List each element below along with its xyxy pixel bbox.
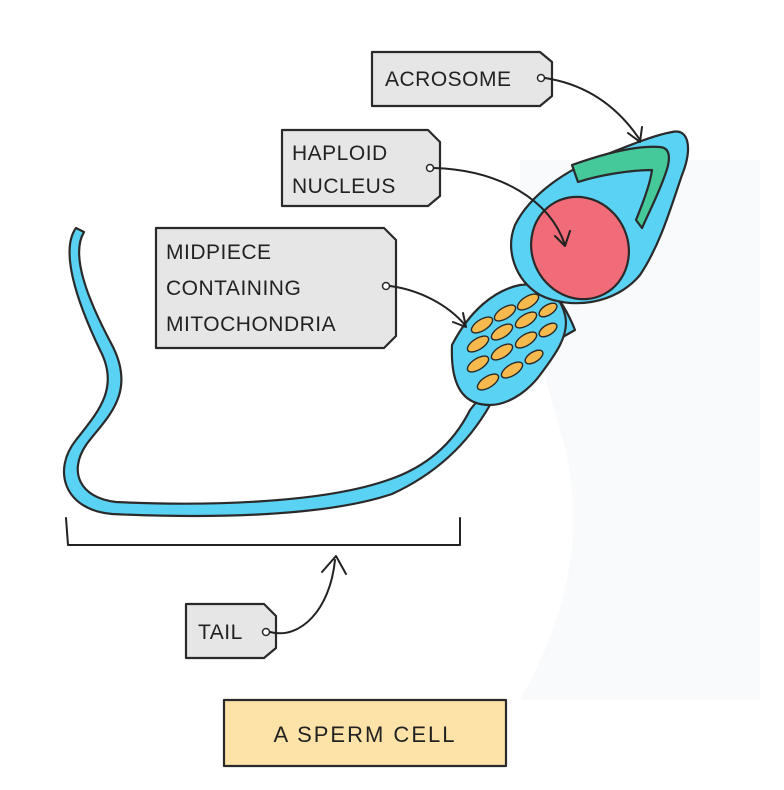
- acrosome-shape: [570, 145, 670, 230]
- haploid-nucleus-shape: [529, 195, 631, 301]
- arrow-tail: [269, 559, 336, 635]
- caption-box: A SPERM CELL: [222, 698, 508, 768]
- label-midpiece-line-2: CONTAINING: [166, 277, 301, 300]
- label-tail: TAIL: [184, 602, 278, 660]
- label-tail-text: TAIL: [198, 621, 243, 644]
- label-haploid-line-2: NUCLEUS: [292, 175, 396, 198]
- label-haploid-nucleus: HAPLOID NUCLEUS: [280, 128, 442, 208]
- tail-bracket: [65, 517, 461, 546]
- caption-text: A SPERM CELL: [274, 722, 457, 747]
- label-haploid-line-1: HAPLOID: [292, 142, 388, 165]
- arrowhead-tail: [321, 555, 347, 575]
- arrow-midpiece: [389, 285, 466, 326]
- label-acrosome-text: ACROSOME: [385, 68, 512, 91]
- arrowhead-midpiece: [452, 312, 467, 328]
- label-midpiece-line-3: MITOCHONDRIA: [166, 313, 336, 336]
- arrow-haploid-nucleus: [433, 167, 566, 246]
- arrow-acrosome: [544, 77, 641, 141]
- arrowhead-haploid-nucleus: [554, 230, 571, 247]
- label-midpiece-line-1: MIDPIECE: [166, 241, 272, 264]
- mitochondria: [466, 293, 558, 391]
- label-acrosome: ACROSOME: [370, 50, 554, 108]
- label-midpiece: MIDPIECE CONTAINING MITOCHONDRIA: [154, 226, 398, 350]
- arrowhead-acrosome: [627, 126, 643, 143]
